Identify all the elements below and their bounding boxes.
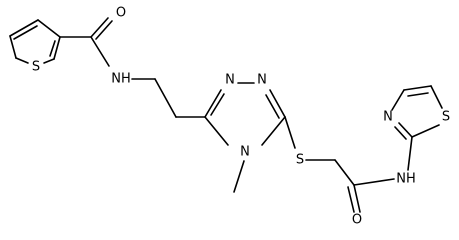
thiazole-ring	[391, 85, 443, 171]
bond	[13, 25, 38, 40]
bond	[90, 36, 110, 67]
molecule-structure-diagram: S O NH N N N S O NH	[9, 6, 450, 228]
thiazole-sulfur-label: S	[442, 110, 450, 125]
thiazole-nitrogen-label: N	[383, 110, 393, 125]
triazole-nitrogen-4-label: N	[240, 145, 250, 160]
bond	[407, 136, 413, 171]
triazole-nitrogen-1-label: N	[225, 73, 235, 88]
bond	[53, 36, 61, 60]
bond	[284, 116, 296, 149]
bond	[394, 126, 407, 140]
right-amide-nh-label: NH	[396, 172, 416, 187]
bond	[334, 159, 355, 186]
thioether-sulfur-label: S	[296, 153, 304, 168]
bond	[9, 19, 39, 37]
bond	[347, 186, 355, 213]
bond	[49, 40, 56, 57]
bond	[210, 93, 225, 116]
bond	[154, 78, 177, 118]
bond	[353, 184, 361, 213]
bond	[265, 94, 280, 119]
bond	[407, 92, 429, 97]
thioether-linker	[284, 116, 355, 186]
ethyl-linker	[131, 78, 206, 118]
bond	[95, 20, 113, 40]
n-methyl-bond	[233, 160, 245, 193]
bond	[204, 116, 229, 146]
thiophene-ring	[9, 19, 61, 64]
bond	[204, 89, 222, 118]
top-carbonyl-oxygen-label: O	[116, 6, 126, 21]
bond	[403, 85, 432, 91]
bond	[391, 89, 405, 111]
bond	[269, 89, 286, 118]
bond	[398, 122, 413, 138]
bond	[353, 178, 395, 186]
bond	[15, 57, 29, 64]
bond	[43, 58, 55, 64]
triazole-ring	[204, 82, 286, 146]
bond	[9, 35, 17, 59]
left-amide-group	[59, 17, 113, 67]
triazole-nitrogen-2-label: N	[257, 73, 267, 88]
bond	[430, 85, 443, 109]
thiophene-sulfur-label: S	[32, 60, 40, 75]
bond	[90, 17, 109, 38]
bond	[261, 116, 286, 146]
bottom-carbonyl-oxygen-label: O	[352, 213, 362, 228]
bond	[411, 124, 440, 138]
right-amide-group	[347, 178, 395, 213]
left-amide-nh-label: NH	[111, 72, 131, 87]
bond	[37, 19, 61, 38]
